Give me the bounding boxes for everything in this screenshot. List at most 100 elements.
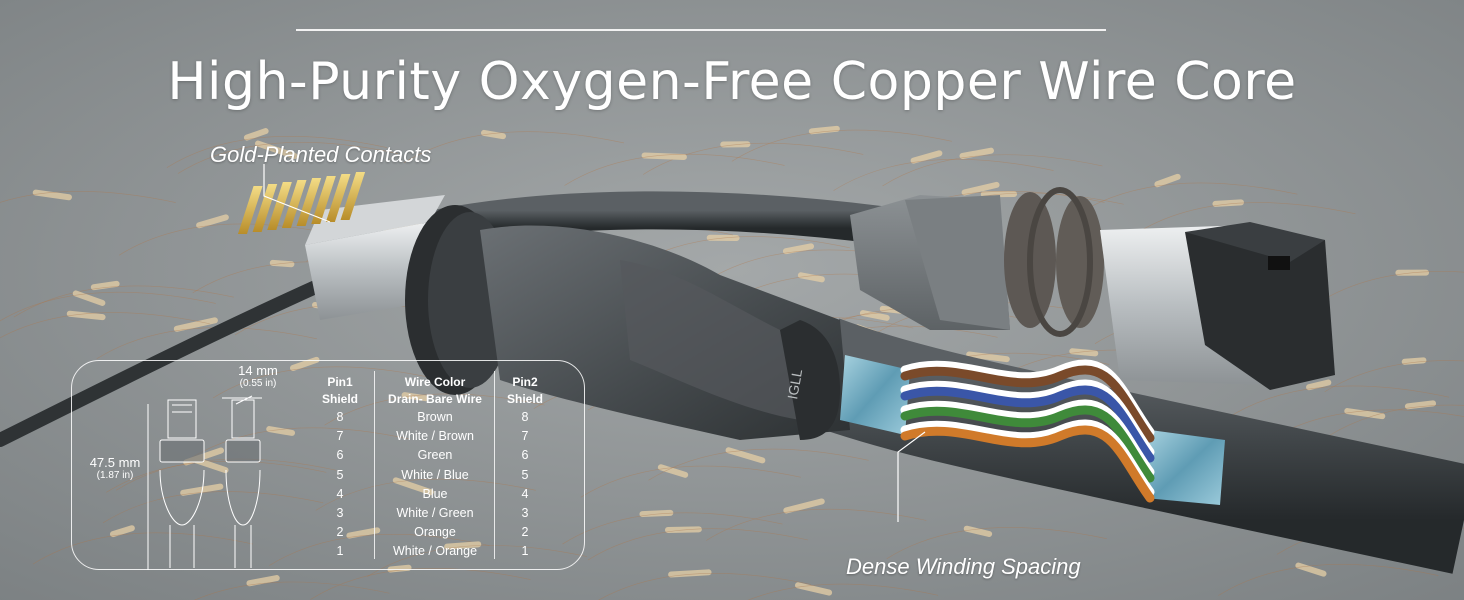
upper-cable (421, 191, 899, 247)
height-dimension-in: (1.87 in) (96, 470, 134, 481)
wire-color-header: Wire Color (404, 375, 466, 389)
copper-strand-wire (189, 427, 410, 460)
copper-strand-wire (1218, 564, 1439, 596)
copper-strand (246, 575, 280, 587)
copper-strand (963, 525, 993, 537)
copper-strand-wire (118, 223, 340, 256)
copper-strand-wire (833, 159, 1054, 191)
copper-strand (1404, 400, 1437, 410)
copper-strand (346, 527, 381, 539)
pin1-subheader: Shield (321, 392, 358, 406)
gold-contact-pin (325, 174, 351, 222)
copper-strand (401, 392, 429, 402)
copper-strand (1344, 408, 1386, 420)
copper-strand (72, 290, 106, 306)
copper-strand (961, 181, 1000, 196)
dense-winding-leader (897, 431, 926, 522)
copper-strand-wire (0, 312, 210, 339)
copper-strand-wire (648, 448, 869, 481)
copper-strand-wire (194, 581, 390, 600)
wire-color-cell: Blue (422, 486, 448, 501)
right-rj45-connector (850, 187, 1335, 390)
copper-strand-wire (598, 572, 812, 600)
width-dimension: 14 mm (0.55 in) (222, 363, 294, 389)
pin1-cell: 1 (336, 544, 344, 559)
copper-strand-wire (116, 458, 337, 491)
copper-strand-wire (1135, 202, 1356, 235)
gold-contact-pin (296, 178, 322, 226)
gold-contact-pin (311, 176, 336, 224)
copper-strand (444, 541, 482, 550)
spec-panel: 14 mm (0.55 in) 47.5 mm (1.87 in) Pin1 S… (71, 360, 585, 570)
copper-strand (243, 128, 269, 141)
copper-strand (32, 189, 72, 201)
gold-contacts (237, 172, 366, 234)
copper-strand-wire (96, 327, 317, 360)
copper-strand-wire (580, 465, 801, 498)
copper-strand-wire (0, 291, 216, 322)
wire-color-cell: Brown (417, 410, 453, 424)
copper-strand (910, 150, 943, 164)
connector-dimension-drawings (147, 395, 262, 570)
gold-contact-pin (252, 184, 278, 232)
pin2-cell: 8 (521, 410, 529, 424)
pin1-cell: 2 (336, 525, 344, 540)
copper-strand-wire (366, 545, 588, 577)
copper-strand (392, 477, 434, 496)
pin1-header: Pin1 (327, 375, 353, 389)
height-dimension-mm: 47.5 mm (89, 455, 141, 470)
height-dimension: 47.5 mm (1.87 in) (80, 455, 150, 481)
copper-strand (173, 317, 218, 332)
copper-strand-wire (564, 153, 785, 186)
copper-strand (966, 351, 1010, 363)
thin-cable (0, 278, 327, 447)
title-rule (296, 29, 1106, 31)
copper-strand (1306, 379, 1332, 391)
pin1-cell: 6 (336, 448, 344, 463)
pin2-cell: 7 (521, 429, 529, 444)
wire-color-cell: White / Blue (401, 467, 469, 482)
copper-strand (269, 259, 295, 268)
wire-color-cell: White / Brown (396, 429, 474, 444)
copper-strand (1154, 173, 1181, 188)
copper-strand (109, 525, 135, 538)
copper-strand (180, 483, 224, 496)
copper-strand (1401, 357, 1427, 365)
copper-strand (725, 447, 766, 464)
copper-strand-wire (882, 154, 1103, 187)
wire-color-cell: Green (417, 448, 453, 463)
copper-strand-wire (706, 508, 927, 541)
copper-strand-wire (587, 528, 809, 561)
copper-strand-wire (562, 512, 783, 545)
copper-strand (289, 356, 320, 372)
copper-strand-wire (177, 141, 399, 174)
copper-strand-wire (886, 527, 1107, 559)
copper-strand (266, 426, 296, 436)
copper-strand-wire (747, 583, 939, 600)
wire-color-subheader: Drain- Bare Wire (388, 392, 482, 406)
cable-print: IGLL (784, 368, 805, 401)
pin2-cell: 4 (521, 486, 529, 501)
wire-color-cell: White / Green (396, 506, 474, 521)
copper-strand-wire (1228, 385, 1450, 418)
page-title: High-Purity Oxygen-Free Copper Wire Core (167, 52, 1297, 112)
copper-strand (196, 214, 229, 229)
wire-color-cell: White / Orange (392, 544, 478, 559)
copper-strand (664, 526, 702, 533)
copper-strand-wire (269, 533, 490, 566)
copper-strand (797, 272, 825, 283)
pin1-cell: 7 (336, 429, 344, 444)
copper-strand-wire (1327, 404, 1464, 437)
twisted-pair-wire (900, 425, 1155, 503)
copper-strand (480, 129, 507, 140)
copper-strand (783, 498, 825, 514)
copper-strand-wire (32, 532, 254, 565)
copper-strand (668, 569, 712, 578)
copper-strand-wire (1324, 360, 1464, 393)
copper-strand-wire (1318, 271, 1464, 303)
pin1-cell: 5 (336, 467, 344, 482)
